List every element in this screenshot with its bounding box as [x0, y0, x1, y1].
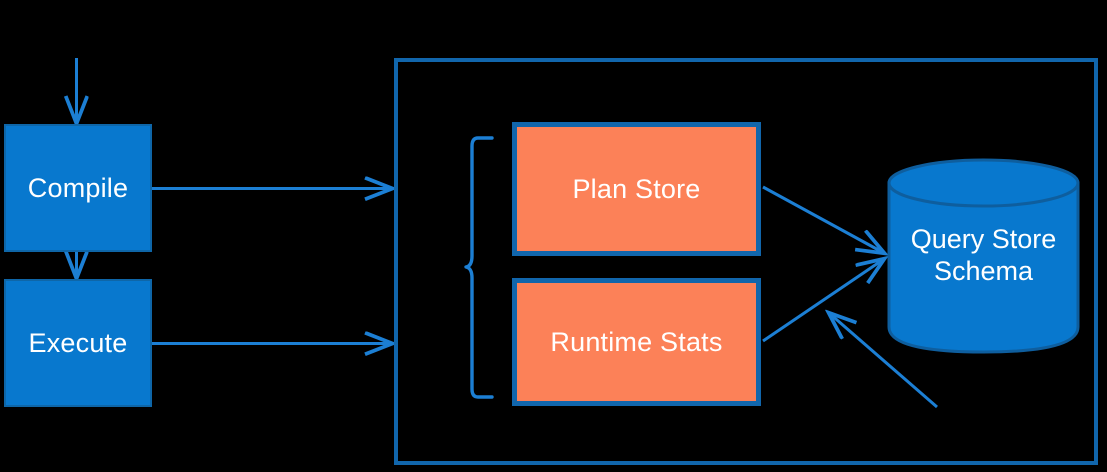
- edge-external-to-schema: [829, 313, 938, 409]
- node-runtime-stats[interactable]: Runtime Stats: [512, 278, 761, 406]
- node-plan-store[interactable]: Plan Store: [512, 122, 761, 256]
- group-brace: [464, 136, 494, 399]
- node-execute-label: Execute: [28, 327, 128, 358]
- cylinder-shape: [887, 158, 1080, 354]
- node-runtime-stats-label: Runtime Stats: [550, 326, 723, 357]
- edge-planstore-to-schema: [762, 185, 884, 253]
- edge-runtimestats-to-schema: [762, 259, 884, 343]
- node-plan-store-label: Plan Store: [572, 173, 701, 204]
- node-execute[interactable]: Execute: [4, 279, 152, 407]
- node-compile[interactable]: Compile: [4, 124, 152, 252]
- node-compile-label: Compile: [27, 172, 129, 203]
- query-store-container: [394, 58, 1098, 465]
